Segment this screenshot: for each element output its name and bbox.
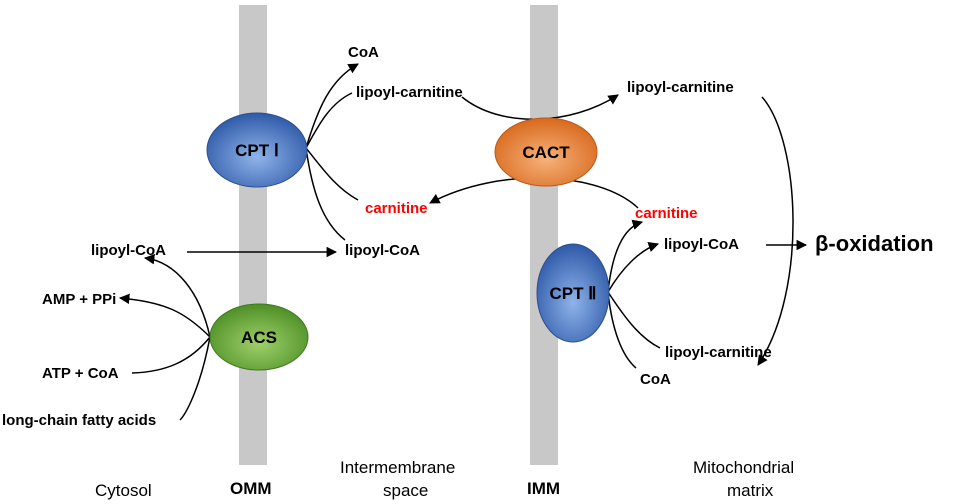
- outer-membrane-band: [239, 5, 267, 465]
- cpt2-enzyme: [536, 243, 610, 343]
- omm-label: OMM: [230, 479, 272, 498]
- intermembrane-label-line2: space: [383, 481, 429, 500]
- matrix-label-line1: Mitochondrial: [693, 458, 795, 477]
- lipoyl-carnitine-bottom-label: lipoyl-carnitine: [665, 344, 772, 361]
- cpt2-label: CPT Ⅱ: [549, 284, 596, 303]
- acs-label: ACS: [241, 328, 277, 347]
- carnitine-matrix-label: carnitine: [635, 205, 698, 222]
- carnitine-ims-label: carnitine: [365, 200, 428, 217]
- fatty-acids-label: long-chain fatty acids: [2, 412, 157, 429]
- acs-arrows: [118, 254, 211, 421]
- cpt1-arrows: [305, 63, 359, 241]
- cpt2-arrows: [607, 219, 661, 369]
- beta-oxidation-label: β-oxidation: [815, 231, 934, 256]
- lipoyl-carnitine-ims-label: lipoyl-carnitine: [356, 84, 463, 101]
- lipoyl-coa-cytosol-label: lipoyl-CoA: [91, 242, 166, 259]
- imm-label: IMM: [527, 479, 561, 498]
- coa-top-label: CoA: [348, 44, 379, 61]
- atp-coa-label: ATP + CoA: [42, 365, 119, 382]
- cpt1-label: CPT Ⅰ: [235, 141, 279, 160]
- acs-enzyme: [209, 303, 309, 371]
- cytosol-label: Cytosol: [95, 481, 152, 500]
- cact-enzyme: [494, 117, 598, 187]
- intermembrane-label-line1: Intermembrane: [340, 458, 456, 477]
- cpt1-enzyme: [206, 112, 308, 188]
- coa-bottom-label: CoA: [640, 371, 671, 388]
- lipoyl-carnitine-matrix-label: lipoyl-carnitine: [627, 79, 734, 96]
- cact-label: CACT: [522, 143, 570, 162]
- matrix-label-line2: matrix: [727, 481, 774, 500]
- amp-ppi-label: AMP + PPi: [42, 291, 117, 308]
- lipoyl-coa-ims-label: lipoyl-CoA: [345, 242, 420, 259]
- matrix-carnitine-loop-arrow: [757, 96, 794, 366]
- inner-membrane-band: [530, 5, 558, 465]
- lipoyl-coa-matrix-label: lipoyl-CoA: [664, 236, 739, 253]
